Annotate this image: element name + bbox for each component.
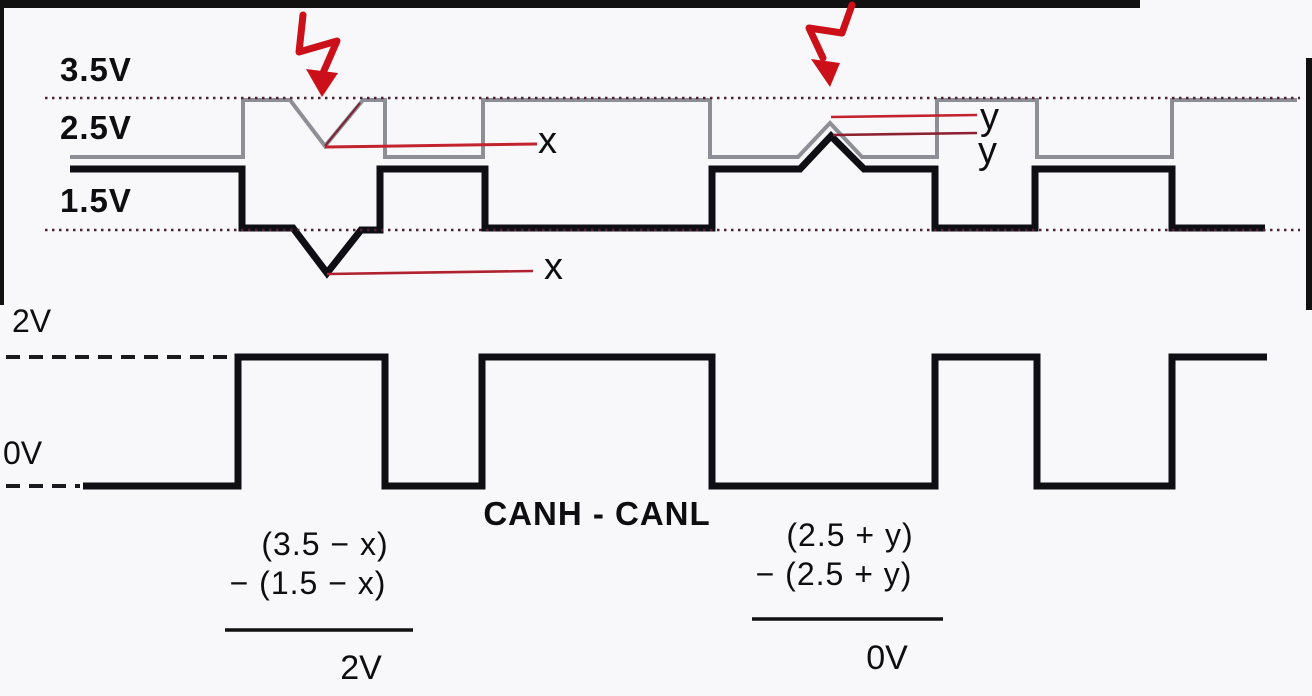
label-y-canl: y xyxy=(978,130,997,172)
lightning-bolt-1-icon xyxy=(295,11,341,97)
label-y-canh: y xyxy=(980,96,999,138)
frame-right xyxy=(1306,58,1312,310)
label-1v5: 1.5V xyxy=(60,182,132,219)
x-annotation-line-canl xyxy=(326,269,534,276)
diff-signal-title: CANH - CANL xyxy=(483,495,711,532)
label-2v5: 2.5V xyxy=(60,109,132,146)
y-annotation-line-canl xyxy=(832,131,978,137)
formula-left-numerator-1: (3.5 − x) xyxy=(261,526,389,562)
canl-waveform xyxy=(70,130,1265,279)
label-axis-2v: 2V xyxy=(12,303,52,339)
y-annotation-line-canh xyxy=(830,113,978,119)
label-x-canl: x xyxy=(544,246,563,288)
frame-top xyxy=(0,0,1140,8)
formula-right-result: 0V xyxy=(866,639,908,677)
label-x-canh: x xyxy=(538,120,557,162)
frame-left xyxy=(0,0,4,305)
label-3v5: 3.5V xyxy=(60,51,132,88)
formula-right-numerator-1: (2.5 + y) xyxy=(786,517,914,553)
canh-waveform xyxy=(70,98,1297,159)
formula-left-numerator-2: − (1.5 − x) xyxy=(229,565,387,601)
lightning-bolt-2-icon xyxy=(805,1,856,87)
canh-notch-red-overlay xyxy=(324,102,361,147)
formula-right-numerator-2: − (2.5 + y) xyxy=(755,556,913,592)
formula-left-result: 2V xyxy=(340,649,382,687)
label-axis-0v: 0V xyxy=(3,435,43,471)
x-annotation-line-canh xyxy=(324,142,538,149)
diff-waveform xyxy=(83,353,1267,490)
